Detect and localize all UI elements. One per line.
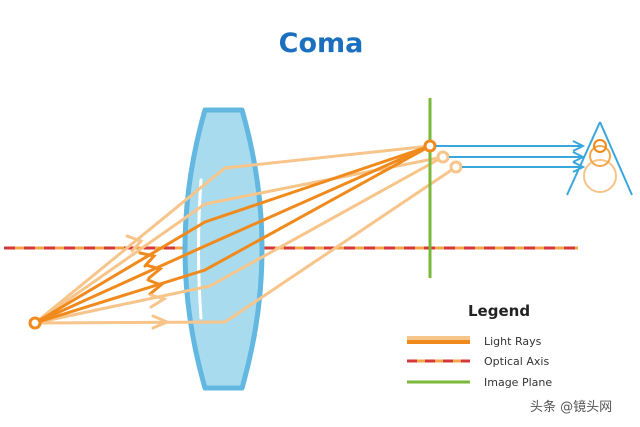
light-ray-6: [33, 144, 432, 325]
legend-label-optical-axis: Optical Axis: [484, 355, 549, 368]
diagram-title: Coma: [279, 28, 364, 59]
legend-item-light-rays: Light Rays: [407, 335, 542, 348]
legend-label-image-plane: Image Plane: [484, 376, 552, 389]
legend-item-optical-axis: Optical Axis: [407, 355, 549, 368]
legend-item-image-plane: Image Plane: [407, 376, 552, 389]
light-ray-3: [33, 155, 445, 325]
watermark: 头条 @镜头网: [530, 399, 612, 415]
eye-icon: [566, 121, 633, 196]
focus-points: [423, 139, 463, 174]
legend: Legend Light Rays Optical Axis Image Pla…: [407, 302, 552, 389]
light-ray-7: [33, 144, 432, 325]
ray-arrow-1: [125, 234, 144, 253]
light-ray-4: [33, 155, 445, 325]
light-rays: [33, 144, 458, 330]
light-ray-1: [33, 144, 432, 325]
ray-arrow-2: [138, 251, 157, 268]
ray-arrow-4: [146, 278, 164, 296]
ray-arrow-5: [149, 293, 168, 309]
legend-title: Legend: [468, 302, 530, 320]
light-ray-5: [33, 144, 432, 325]
ray-arrow-6: [151, 314, 171, 330]
light-ray-2: [33, 165, 458, 325]
coma-blur-icon: [583, 139, 617, 193]
ray-arrow-3: [144, 263, 164, 280]
legend-label-light-rays: Light Rays: [484, 335, 542, 348]
point-source-icon: [28, 316, 42, 330]
output-rays: [436, 140, 586, 173]
